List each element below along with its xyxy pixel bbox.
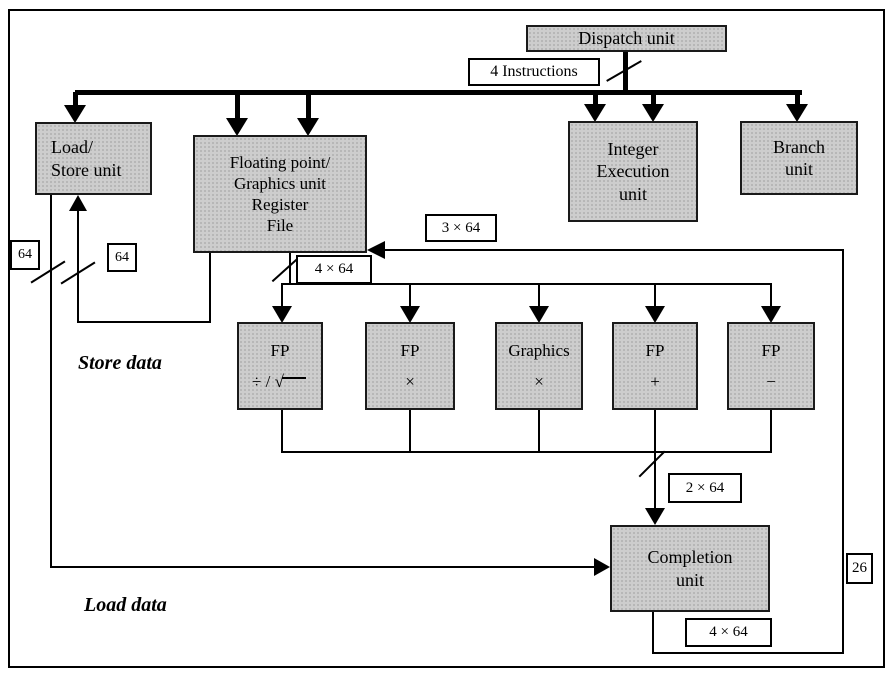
unit-label: FP xyxy=(400,340,420,360)
operand-width-tag: 4 × 64 xyxy=(296,255,372,284)
arrow-to-load-store-icon xyxy=(64,105,86,123)
store-data-label: Store data xyxy=(78,352,162,374)
tag-label: 4 × 64 xyxy=(314,261,354,277)
writeback-line xyxy=(385,249,844,251)
store-path-line xyxy=(77,321,211,323)
store-width-tag-a: 64 xyxy=(10,240,40,270)
arrow-to-fp-subtract-icon xyxy=(761,306,781,323)
operand-arrow-stem xyxy=(409,284,411,307)
dispatch-width-tag: 4 Instructions xyxy=(468,58,600,86)
unit-label: unit xyxy=(675,569,704,590)
fp-divide-op: ÷ / √ xyxy=(252,371,308,392)
fp-add-op: + xyxy=(650,371,660,391)
unit-label: Register xyxy=(251,195,309,214)
tag-label: 64 xyxy=(18,247,32,262)
arrow-into-load-store-icon xyxy=(69,195,87,211)
fp-graphics-register-file-box: Floating point/ Graphics unit Register F… xyxy=(193,135,367,253)
fp-divide-sqrt-unit-box: FP ÷ / √ xyxy=(237,322,323,410)
bus-arrow-stem xyxy=(73,92,78,106)
unit-label: Execution xyxy=(596,161,670,182)
unit-label: unit xyxy=(618,183,647,204)
tag-label: 26 xyxy=(852,560,867,576)
load-path-line xyxy=(50,195,52,568)
arrow-to-register-file-right-icon xyxy=(297,118,319,136)
arrow-to-fp-divide-icon xyxy=(272,306,292,323)
completion-width-tag: 4 × 64 xyxy=(685,618,772,647)
fp-multiply-op: × xyxy=(405,371,415,391)
writeback-line xyxy=(652,612,654,654)
writeback-line xyxy=(652,652,844,654)
unit-label: Branch xyxy=(773,136,825,157)
unit-label: FP xyxy=(645,340,665,360)
unit-label: Store unit xyxy=(51,159,122,180)
result-drop-line xyxy=(281,410,283,453)
result-bus-line xyxy=(281,451,772,453)
unit-label: Floating point/ xyxy=(229,152,331,172)
result-width-tag: 2 × 64 xyxy=(668,473,742,503)
arrow-to-branch-icon xyxy=(786,104,808,122)
fp-add-unit-box: FP + xyxy=(612,322,698,410)
tag-label: 4 × 64 xyxy=(709,624,748,640)
bus-arrow-stem xyxy=(593,92,598,105)
unit-label: Graphics xyxy=(508,340,570,360)
integer-execution-unit-box: Integer Execution unit xyxy=(568,121,698,222)
load-path-line xyxy=(50,566,596,568)
load-data-label: Load data xyxy=(84,594,167,616)
arrow-into-completion-left-icon xyxy=(594,558,610,576)
bus-arrow-stem xyxy=(795,92,800,105)
operand-arrow-stem xyxy=(770,284,772,307)
arrow-to-register-file-left-icon xyxy=(226,118,248,136)
arrow-to-integer-right-icon xyxy=(642,104,664,122)
writeback-line xyxy=(842,249,844,654)
unit-label: Graphics unit xyxy=(233,173,327,193)
dispatch-unit-box: Dispatch unit xyxy=(526,25,727,52)
result-drop-line xyxy=(770,410,772,453)
unit-label: FP xyxy=(270,340,290,360)
fp-subtract-op: − xyxy=(766,371,776,391)
tag-label: 3 × 64 xyxy=(441,219,481,236)
arrow-to-graphics-multiply-icon xyxy=(529,306,549,323)
arrow-into-completion-top-icon xyxy=(645,508,665,525)
graphics-multiply-op: × xyxy=(534,371,544,391)
operand-drop-line xyxy=(289,253,291,284)
writeback-width-tag: 3 × 64 xyxy=(425,214,497,242)
result-drop-line xyxy=(409,410,411,453)
unit-label: Load/ xyxy=(51,137,93,157)
bus-arrow-stem xyxy=(651,92,656,105)
sqrt-vinculum-line xyxy=(281,376,306,379)
fp-subtract-unit-box: FP − xyxy=(727,322,815,410)
load-store-unit-box: Load/ Store unit xyxy=(35,122,152,195)
tag-label: 2 × 64 xyxy=(685,479,725,496)
tag-label: 4 Instructions xyxy=(490,63,578,80)
tag-label: 64 xyxy=(115,249,129,265)
unit-label: unit xyxy=(784,159,813,179)
branch-unit-box: Branch unit xyxy=(740,121,858,195)
unit-label: FP xyxy=(761,340,781,360)
arrow-to-fp-add-icon xyxy=(645,306,665,323)
unit-label: File xyxy=(266,216,294,236)
store-path-line xyxy=(209,253,211,323)
graphics-multiply-unit-box: Graphics × xyxy=(495,322,583,410)
branch-width-tag: 26 xyxy=(846,553,873,584)
unit-label: Dispatch unit xyxy=(578,28,675,49)
dispatch-stem-line xyxy=(623,52,628,92)
store-path-line xyxy=(77,210,79,323)
diagram-border xyxy=(8,9,885,668)
store-width-tag-b: 64 xyxy=(107,243,137,272)
result-drop-line xyxy=(538,410,540,453)
fp-multiply-unit-box: FP × xyxy=(365,322,455,410)
bus-arrow-stem xyxy=(306,92,311,119)
completion-unit-box: Completion unit xyxy=(610,525,770,612)
operand-arrow-stem xyxy=(538,284,540,307)
bus-arrow-stem xyxy=(235,92,240,119)
operand-arrow-stem xyxy=(281,284,283,307)
unit-label: Integer xyxy=(607,138,659,159)
arrow-to-fp-multiply-icon xyxy=(400,306,420,323)
operand-bus-line xyxy=(281,283,772,285)
dispatch-bus-line xyxy=(75,90,802,95)
operand-arrow-stem xyxy=(654,284,656,307)
unit-label: Completion xyxy=(647,547,733,567)
arrow-to-integer-left-icon xyxy=(584,104,606,122)
arrow-into-register-file-icon xyxy=(367,241,385,259)
